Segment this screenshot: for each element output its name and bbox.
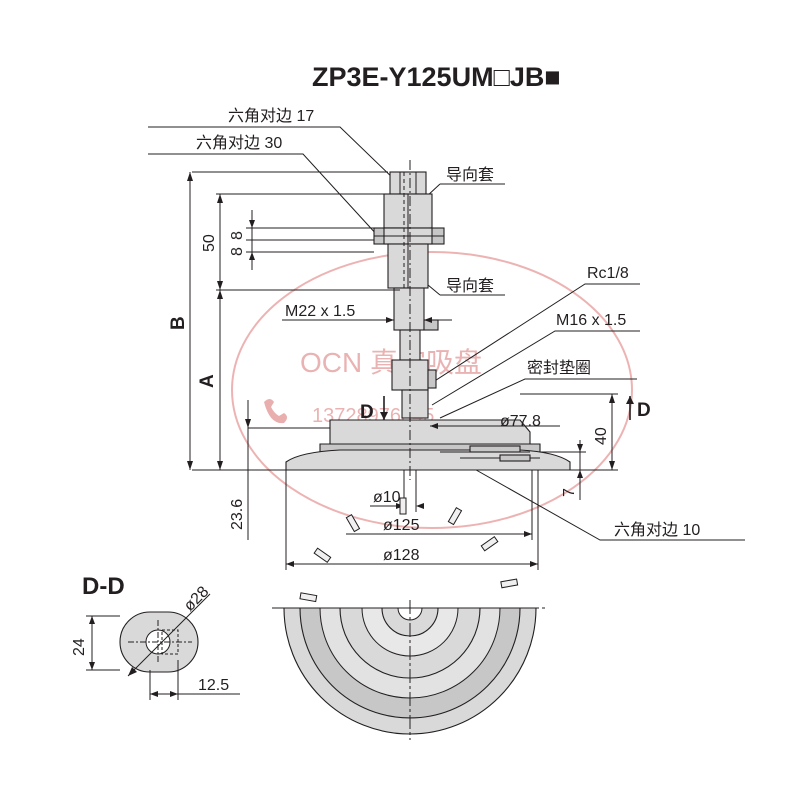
section-d-d [86,593,240,700]
dim-7: 7 [561,488,578,497]
callout-leaders [148,126,745,541]
model-title: ZP3E-Y125UM□JB■ [312,62,561,92]
dim-label-a: A [197,374,218,388]
dim-d125: ø125 [383,517,420,534]
dim-d77-8: ø77.8 [500,413,541,430]
dim-23-6: 23.6 [229,499,246,530]
dim-d128: ø128 [383,547,420,564]
hex-across-flats-17-label: 六角对边 17 [228,107,314,125]
phone-icon [264,399,287,424]
dim-label-b: B [168,316,189,330]
section-dim-24: 24 [71,638,88,656]
guide-sleeve-label-top: 导向套 [446,166,494,184]
vacuum-pad-assembly [192,160,580,480]
dim-8-a: 8 [229,231,246,240]
rc-thread-label: Rc1/8 [587,265,629,282]
watermark-company: OCN 真空吸盘 [300,347,482,378]
section-mark-d-left: D [360,402,374,423]
guide-sleeve-label-mid: 导向套 [446,277,494,295]
dim-d10: ø10 [373,489,401,506]
dimension-lines [187,171,634,570]
dim-50: 50 [201,234,218,252]
section-mark-d-right: D [637,400,651,421]
dim-m22: M22 x 1.5 [285,303,355,320]
seal-washer-label: 密封垫圈 [527,359,591,377]
dim-8-b: 8 [229,247,246,256]
hex-across-flats-10-label: 六角对边 10 [614,521,700,539]
bottom-view [272,497,548,740]
dim-40: 40 [593,427,610,445]
section-label: D-D [82,573,125,600]
section-dim-12-5: 12.5 [198,677,229,694]
m16-thread-label: M16 x 1.5 [556,312,626,329]
section-dim-d28: ø28 [181,583,213,615]
hex-across-flats-30-label: 六角对边 30 [196,134,282,152]
watermark: OCN 真空吸盘 13728976345 [231,251,633,529]
